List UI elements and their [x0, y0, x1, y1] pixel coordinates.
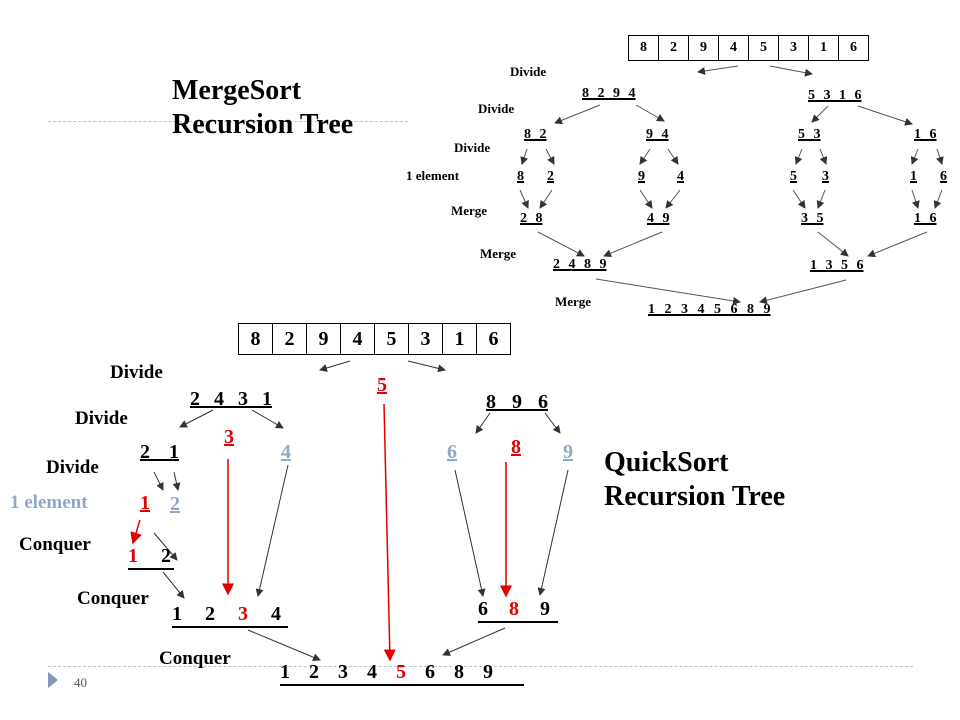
qs-leaf-9: 9 [563, 441, 573, 463]
qs-label-one-element: 1 element [10, 492, 88, 513]
ms-merge-2489: 2 4 8 9 [553, 257, 607, 272]
qs-conquer-689-value: 6 [478, 598, 488, 620]
ms-single: 9 [638, 169, 645, 184]
ms-merge-28: 2 8 [520, 211, 543, 226]
ms-node-16: 1 6 [914, 127, 937, 142]
quicksort-title-line1: QuickSort [604, 447, 729, 478]
ms-label-merge-2: Merge [480, 246, 517, 261]
ms-label-divide-1: Divide [510, 64, 547, 79]
qs-array-cell: 5 [374, 323, 409, 355]
ms-single: 2 [547, 169, 554, 184]
qs-final-result: 1 2 3 4 5 6 8 9 [280, 661, 524, 686]
qs-pivot-left: 3 [224, 426, 234, 448]
top-divider [48, 121, 408, 122]
qs-conquer-1234-pivot: 3 [238, 603, 248, 625]
mergesort-title-line1: MergeSort [172, 75, 302, 106]
qs-conquer-12-value: 2 [161, 545, 171, 567]
qs-conquer-1234-value: 1 [172, 603, 182, 625]
qs-pivot-right: 8 [511, 436, 521, 458]
mergesort-title: MergeSort Recursion Tree [172, 74, 353, 142]
ms-merge-35: 3 5 [801, 211, 824, 226]
qs-pivot-root: 5 [377, 374, 387, 396]
qs-node-21: 2 1 [140, 441, 179, 463]
qs-leaf-6: 6 [447, 441, 457, 463]
ms-result: 1 2 3 4 5 6 8 9 [648, 302, 771, 317]
qs-conquer-689-pivot: 8 [509, 598, 519, 620]
qs-conquer-1234: 1 2 3 4 [172, 603, 288, 628]
page-number: 40 [74, 675, 87, 690]
ms-label-one-element: 1 element [406, 168, 460, 183]
ms-single: 6 [940, 169, 947, 184]
quicksort-title: QuickSort Recursion Tree [604, 446, 785, 514]
qs-leaf-2: 2 [170, 493, 180, 515]
ms-node-53: 5 3 [798, 127, 821, 142]
qs-pivot-1: 1 [140, 492, 150, 514]
ms-node-right-half: 5 3 1 6 [808, 88, 862, 103]
qs-final-value: 6 [425, 661, 435, 683]
qs-right-partition: 8 9 6 [486, 391, 548, 413]
qs-label-conquer-3: Conquer [159, 648, 231, 669]
qs-conquer-12-pivot: 1 [128, 545, 138, 567]
qs-conquer-1234-value: 2 [205, 603, 215, 625]
qs-array-cell: 1 [442, 323, 477, 355]
qs-array-cell: 9 [306, 323, 341, 355]
ms-single: 5 [790, 169, 797, 184]
ms-label-merge-3: Merge [555, 294, 592, 309]
qs-label-conquer-2: Conquer [77, 588, 149, 609]
qs-final-value: 3 [338, 661, 348, 683]
qs-final-pivot: 5 [396, 661, 406, 683]
qs-label-conquer-1: Conquer [19, 534, 91, 555]
qs-label-divide-2: Divide [75, 408, 128, 429]
qs-label-divide-1: Divide [110, 362, 163, 383]
ms-label-merge-1: Merge [451, 203, 488, 218]
qs-final-value: 2 [309, 661, 319, 683]
ms-node-left-half: 8 2 9 4 [582, 86, 636, 101]
qs-leaf-4: 4 [281, 441, 291, 463]
qs-left-partition: 2 4 3 1 [190, 388, 272, 410]
ms-merge-49: 4 9 [647, 211, 670, 226]
ms-label-divide-3: Divide [454, 140, 491, 155]
ms-single: 8 [517, 169, 524, 184]
qs-conquer-1234-value: 4 [271, 603, 281, 625]
qs-final-value: 8 [454, 661, 464, 683]
ms-single: 3 [822, 169, 829, 184]
qs-label-divide-3: Divide [46, 457, 99, 478]
qs-conquer-689: 6 8 9 [478, 598, 558, 623]
mergesort-title-line2: Recursion Tree [172, 109, 354, 140]
qs-array-cell: 3 [408, 323, 443, 355]
ms-label-divide-2: Divide [478, 101, 515, 116]
qs-conquer-689-value: 9 [540, 598, 550, 620]
qs-array-cell: 6 [476, 323, 511, 355]
qs-array-cell: 2 [272, 323, 307, 355]
quicksort-title-line2: Recursion Tree [604, 481, 786, 512]
qs-final-value: 4 [367, 661, 377, 683]
slide-bullet-icon [48, 672, 58, 688]
ms-merge-1356: 1 3 5 6 [810, 258, 864, 273]
qs-conquer-12: 1 2 [128, 545, 174, 570]
qs-final-value: 1 [280, 661, 290, 683]
ms-node-94: 9 4 [646, 127, 669, 142]
ms-merge-16: 1 6 [914, 211, 937, 226]
ms-array-cell: 6 [838, 35, 869, 61]
ms-node-82: 8 2 [524, 127, 547, 142]
ms-single: 4 [677, 169, 684, 184]
qs-array-cell: 4 [340, 323, 375, 355]
qs-array-cell: 8 [238, 323, 273, 355]
ms-single: 1 [910, 169, 917, 184]
bottom-divider [48, 666, 913, 667]
qs-final-value: 9 [483, 661, 493, 683]
